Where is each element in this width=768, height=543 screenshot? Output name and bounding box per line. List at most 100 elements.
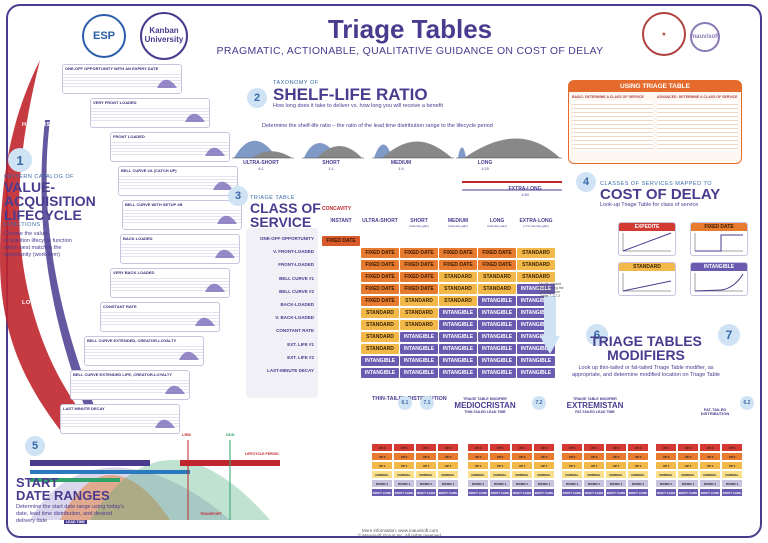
modifier-cell: DOWN 1 (700, 480, 720, 487)
grid-header: EXTRA-LONG(>7X intensity gain) (517, 218, 555, 228)
triage-cell: INTANGIBLE (439, 356, 477, 366)
modifier-72-number: 7.2 (532, 396, 546, 410)
triage-cell: STANDARD (361, 332, 399, 342)
pattern-title: BELL CURVE EXTENDED LIFE, CREATOR-LOYALT… (73, 372, 173, 377)
cod-class-card: FIXED DATE (690, 222, 748, 256)
cos-item: ONE-OFF OPPORTUNITY (260, 236, 314, 241)
section-3-number: 3 (228, 186, 248, 206)
cod-curve-icon (622, 273, 672, 292)
section-3-label: TRIAGE TABLE (250, 195, 295, 201)
modifier-cell: UP 3 (584, 444, 604, 451)
triage-cell: STANDARD (439, 296, 477, 306)
using-advanced-head: ADVANCED: DETERMINE A CLASS OF SERVICE (657, 95, 738, 99)
triage-cell: FIXED DATE (322, 236, 360, 246)
modifier-cell: DON'T CARE (700, 489, 720, 496)
modifier-cell: DOWN 1 (490, 480, 510, 487)
cos-item: BELL CURVE #2 (279, 288, 314, 294)
section-6-block: TRIAGE TABLES MODIFIERS Look up thin-tai… (566, 334, 726, 379)
section-2-title: SHELF-LIFE RATIO (273, 85, 428, 104)
cos-item: V. BACK-LOADED (275, 315, 314, 321)
modifier-72: TRIAGE TABLE MODIFIER EXTREMISTAN FAT-TA… (550, 397, 640, 414)
triage-cell: INTANGIBLE (361, 356, 399, 366)
triage-cell: FIXED DATE (400, 260, 438, 270)
seal-logo: ★ (642, 12, 686, 56)
ratio-name: MEDIUM (390, 160, 412, 166)
pattern-title: BELL CURVE EXTENDED, CREATOR-LOYALTY (87, 338, 177, 343)
ratio-value: 4:1 (258, 166, 264, 171)
grid-header: SHORT(Intensity gain) (400, 218, 438, 228)
lifecycle-period-label: LIFECYCLE PERIOD (245, 452, 279, 456)
cos-list-bg (246, 228, 318, 398)
modifier-cell: UP 3 (416, 444, 436, 451)
modifier-cell: UP 1 (512, 462, 532, 469)
modifier-cell: UP 3 (700, 444, 720, 451)
pattern-title: CONSTANT RATE (103, 304, 137, 309)
triage-cell: FIXED DATE (361, 284, 399, 294)
modifier-cell: NORMAL (628, 471, 648, 478)
grid-header-name: MEDIUM (447, 218, 469, 224)
pattern-curve-icon (213, 181, 233, 190)
section-5-title-line2: DATE RANGES (16, 488, 110, 503)
modifier-cell: UP 3 (656, 444, 676, 451)
triage-cell: INTANGIBLE (517, 296, 555, 306)
cos-item: FRONT-LOADED (278, 262, 314, 268)
low-risk-label: LOW RISK (22, 300, 54, 306)
modifier-cell: DOWN 1 (628, 480, 648, 487)
modifier-cell: UP 3 (372, 444, 392, 451)
section-5-number: 5 (25, 436, 45, 456)
modifier-cell: UP 3 (490, 444, 510, 451)
modifier-cell: DOWN 1 (468, 480, 488, 487)
cod-class-card: EXPEDITE (618, 222, 676, 256)
modifier-cell: UP 1 (562, 462, 582, 469)
modifier-71-sub: THIN-TAILED LEAD TIME (464, 409, 506, 414)
modifier-71-label: TRIAGE TABLE MODIFIER (463, 397, 507, 401)
kanban-logo-line1: Kanban (149, 26, 179, 36)
triage-cell: INTANGIBLE (517, 368, 555, 378)
cod-class-card: INTANGIBLE (690, 262, 748, 296)
grid-corner-label: CONCAVITY (322, 206, 352, 212)
ratio-name: SHORT (322, 160, 340, 166)
cod-class-card: STANDARD (618, 262, 676, 296)
using-triage-table-title: USING TRIAGE TABLE (569, 81, 741, 92)
modifier-cell: DOWN 1 (562, 480, 582, 487)
triage-cell: STANDARD (400, 308, 438, 318)
modifier-cell: UP 1 (700, 462, 720, 469)
pattern-text (121, 242, 239, 258)
section-5-block: START DATE RANGES Determine the start da… (16, 476, 126, 525)
section-3-title-line2: SERVICE (250, 214, 312, 230)
modifier-cell: UP 2 (416, 453, 436, 460)
pattern-card: BELL CURVE EXTENDED LIFE, CREATOR-LOYALT… (70, 370, 190, 400)
triage-cell: FIXED DATE (478, 248, 516, 258)
modifier-cell: UP 1 (490, 462, 510, 469)
shelf-life-diagrams (232, 138, 562, 191)
grid-header-note: (Intensity gain) (448, 224, 468, 228)
triage-cell: INTANGIBLE (439, 308, 477, 318)
triage-cell: STANDARD (439, 272, 477, 282)
modifier-cell: UP 2 (678, 453, 698, 460)
cod-curve-icon (694, 273, 744, 292)
modifier-cell: UP 2 (722, 453, 742, 460)
section-1-title-line3: LIFECYCLE (4, 207, 82, 223)
cod-class-label: EXPEDITE (619, 223, 675, 231)
section-5-title-line1: START (16, 475, 59, 490)
modify-arrow (540, 296, 560, 354)
triage-cell: INTANGIBLE (478, 368, 516, 378)
triage-cell: STANDARD (478, 272, 516, 282)
value-acquisition-wave (0, 60, 100, 430)
section-1-desc: Choose the value-acquisition lifecycle f… (4, 231, 72, 259)
section-6-title-line2: MODIFIERS (607, 347, 685, 363)
modifier-cell: UP 3 (606, 444, 626, 451)
triage-cell: INTANGIBLE (517, 308, 555, 318)
grid-header-name: ULTRA-SHORT (362, 218, 398, 224)
modifier-cell: NORMAL (606, 471, 626, 478)
modifier-cell: UP 3 (394, 444, 414, 451)
modifier-cell: UP 1 (678, 462, 698, 469)
modifier-cell: NORMAL (534, 471, 554, 478)
cos-item: CONSTANT RATE (276, 328, 314, 334)
section-4-label: CLASSES OF SERVICES MAPPED TO (600, 181, 713, 187)
pattern-card: BELL CURVE EXTENDED, CREATOR-LOYALTY (84, 336, 204, 366)
section-1-number: 1 (8, 148, 32, 172)
modifier-cell: NORMAL (468, 471, 488, 478)
modifier-cell: DON'T CARE (512, 489, 532, 496)
